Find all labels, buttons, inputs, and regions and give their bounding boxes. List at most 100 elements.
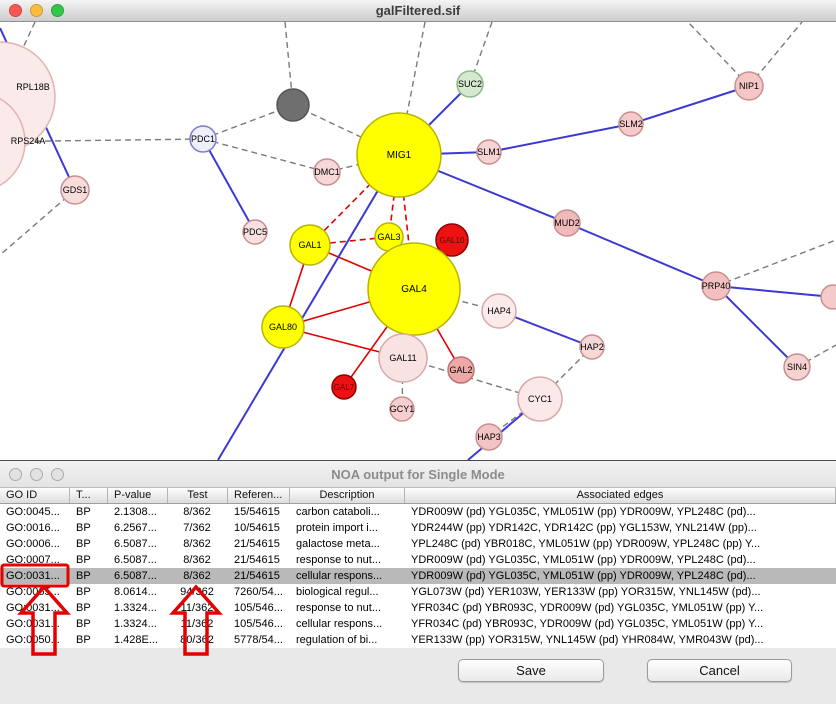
node-label-MIG1: MIG1: [387, 150, 412, 161]
network-canvas[interactable]: RPL18BRPS24AGDS1PDC1PDC5DMC1MIG1SUC2SLM1…: [0, 22, 836, 460]
table-cell: 15/54615: [234, 505, 280, 518]
column-header-referen[interactable]: Referen...: [228, 488, 290, 503]
table-cell: GO:0065...: [6, 585, 60, 598]
minimize-button[interactable]: [30, 467, 43, 481]
node-PDC5[interactable]: [242, 219, 268, 245]
node-PRP40[interactable]: [701, 271, 731, 301]
node-SLM2[interactable]: [618, 111, 644, 137]
node-GCY1[interactable]: [389, 396, 415, 422]
table-cell: BP: [76, 585, 91, 598]
table-cell: GO:0016...: [6, 521, 60, 534]
edge-PRP40-R1: [715, 239, 836, 287]
node-label-GAL11: GAL11: [389, 353, 416, 363]
node-GAL2[interactable]: [447, 356, 475, 384]
table-cell: YDR009W (pd) YGL035C, YML051W (pp) YDR00…: [411, 505, 756, 518]
node-label-SIN4: SIN4: [787, 362, 807, 372]
node-HAP3[interactable]: [475, 423, 503, 451]
node-HAP2[interactable]: [579, 334, 605, 360]
table-cell: YPL248C (pd) YBR018C, YML051W (pp) YDR00…: [411, 537, 761, 550]
table-cell: 8/362: [183, 537, 211, 550]
table-cell: protein import i...: [296, 521, 378, 534]
table-cell: GO:0045...: [6, 505, 60, 518]
table-cell: GO:0031...: [6, 569, 60, 582]
edge-RPS24A-PDC1: [0, 138, 204, 143]
table-cell: 8/362: [183, 505, 211, 518]
node-NIP1[interactable]: [734, 71, 764, 101]
node-SLM1[interactable]: [476, 139, 502, 165]
table-cell: 11/362: [180, 601, 214, 614]
node-MSL1[interactable]: [820, 284, 836, 310]
window-controls: [9, 4, 64, 17]
node-MIG1[interactable]: [356, 112, 442, 198]
node-RPS24A[interactable]: [0, 92, 26, 192]
zoom-button[interactable]: [51, 467, 64, 481]
node-DMC1[interactable]: [313, 158, 341, 186]
table-cell: BP: [76, 633, 91, 646]
table-cell: galactose meta...: [296, 537, 380, 550]
close-button[interactable]: [9, 467, 22, 481]
node-GAL4[interactable]: [367, 242, 461, 336]
table-cell: regulation of bi...: [296, 633, 378, 646]
save-button[interactable]: Save: [458, 659, 604, 682]
node-label-GCY1: GCY1: [390, 404, 415, 414]
zoom-button[interactable]: [51, 4, 64, 17]
minimize-button[interactable]: [30, 4, 43, 17]
column-header-t[interactable]: T...: [70, 488, 108, 503]
node-MUD2[interactable]: [553, 209, 581, 237]
table-cell: 11/362: [180, 617, 214, 630]
table-cell: cellular respons...: [296, 617, 383, 630]
column-header-p-value[interactable]: P-value: [108, 488, 168, 503]
table-cell: carbon cataboli...: [296, 505, 380, 518]
node-label-GAL80: GAL80: [269, 322, 297, 332]
node-GRAY1[interactable]: [276, 88, 310, 122]
table-cell: 21/54615: [234, 537, 280, 550]
node-GAL7[interactable]: [331, 374, 357, 400]
table-cell: YGL073W (pd) YER103W, YER133W (pp) YOR31…: [411, 585, 761, 598]
node-GAL1[interactable]: [289, 224, 331, 266]
noa-window-titlebar[interactable]: NOA output for Single Mode: [0, 461, 836, 488]
node-CYC1[interactable]: [517, 376, 563, 422]
column-header-go-id[interactable]: GO ID: [0, 488, 70, 503]
column-header-associated-edges[interactable]: Associated edges: [405, 488, 836, 503]
node-label-HAP4: HAP4: [487, 306, 511, 316]
node-GDS1[interactable]: [60, 175, 90, 205]
column-header-description[interactable]: Description: [290, 488, 405, 503]
table-cell: response to nut...: [296, 553, 381, 566]
table-cell: 7260/54...: [234, 585, 283, 598]
edge-PRP40-MSL1: [715, 285, 834, 298]
node-label-RPS24A: RPS24A: [11, 136, 46, 146]
network-window-titlebar[interactable]: galFiltered.sif: [0, 0, 836, 22]
table-cell: 8/362: [183, 569, 211, 582]
column-header-test[interactable]: Test: [168, 488, 228, 503]
table-cell: 5778/54...: [234, 633, 283, 646]
table-cell: GO:0007...: [6, 553, 60, 566]
node-SUC2[interactable]: [456, 70, 484, 98]
node-label-GAL1: GAL1: [298, 240, 321, 250]
edge-MIG1-B1: [217, 154, 400, 460]
edge-SIN4-R2: [796, 344, 836, 368]
node-GAL80[interactable]: [261, 305, 305, 349]
network-window-title: galFiltered.sif: [375, 3, 461, 18]
node-label-SLM2: SLM2: [619, 119, 643, 129]
close-button[interactable]: [9, 4, 22, 17]
node-HAP4[interactable]: [481, 293, 517, 329]
node-PDC1[interactable]: [189, 125, 217, 153]
node-SIN4[interactable]: [783, 353, 811, 381]
node-label-HAP2: HAP2: [580, 342, 604, 352]
node-GAL10[interactable]: [435, 223, 469, 257]
node-label-CYC1: CYC1: [528, 394, 552, 404]
table-cell: BP: [76, 521, 91, 534]
table-cell: response to nut...: [296, 601, 381, 614]
table-cell: GO:0031...: [6, 601, 60, 614]
node-GAL11[interactable]: [378, 333, 428, 383]
cancel-button[interactable]: Cancel: [647, 659, 792, 682]
